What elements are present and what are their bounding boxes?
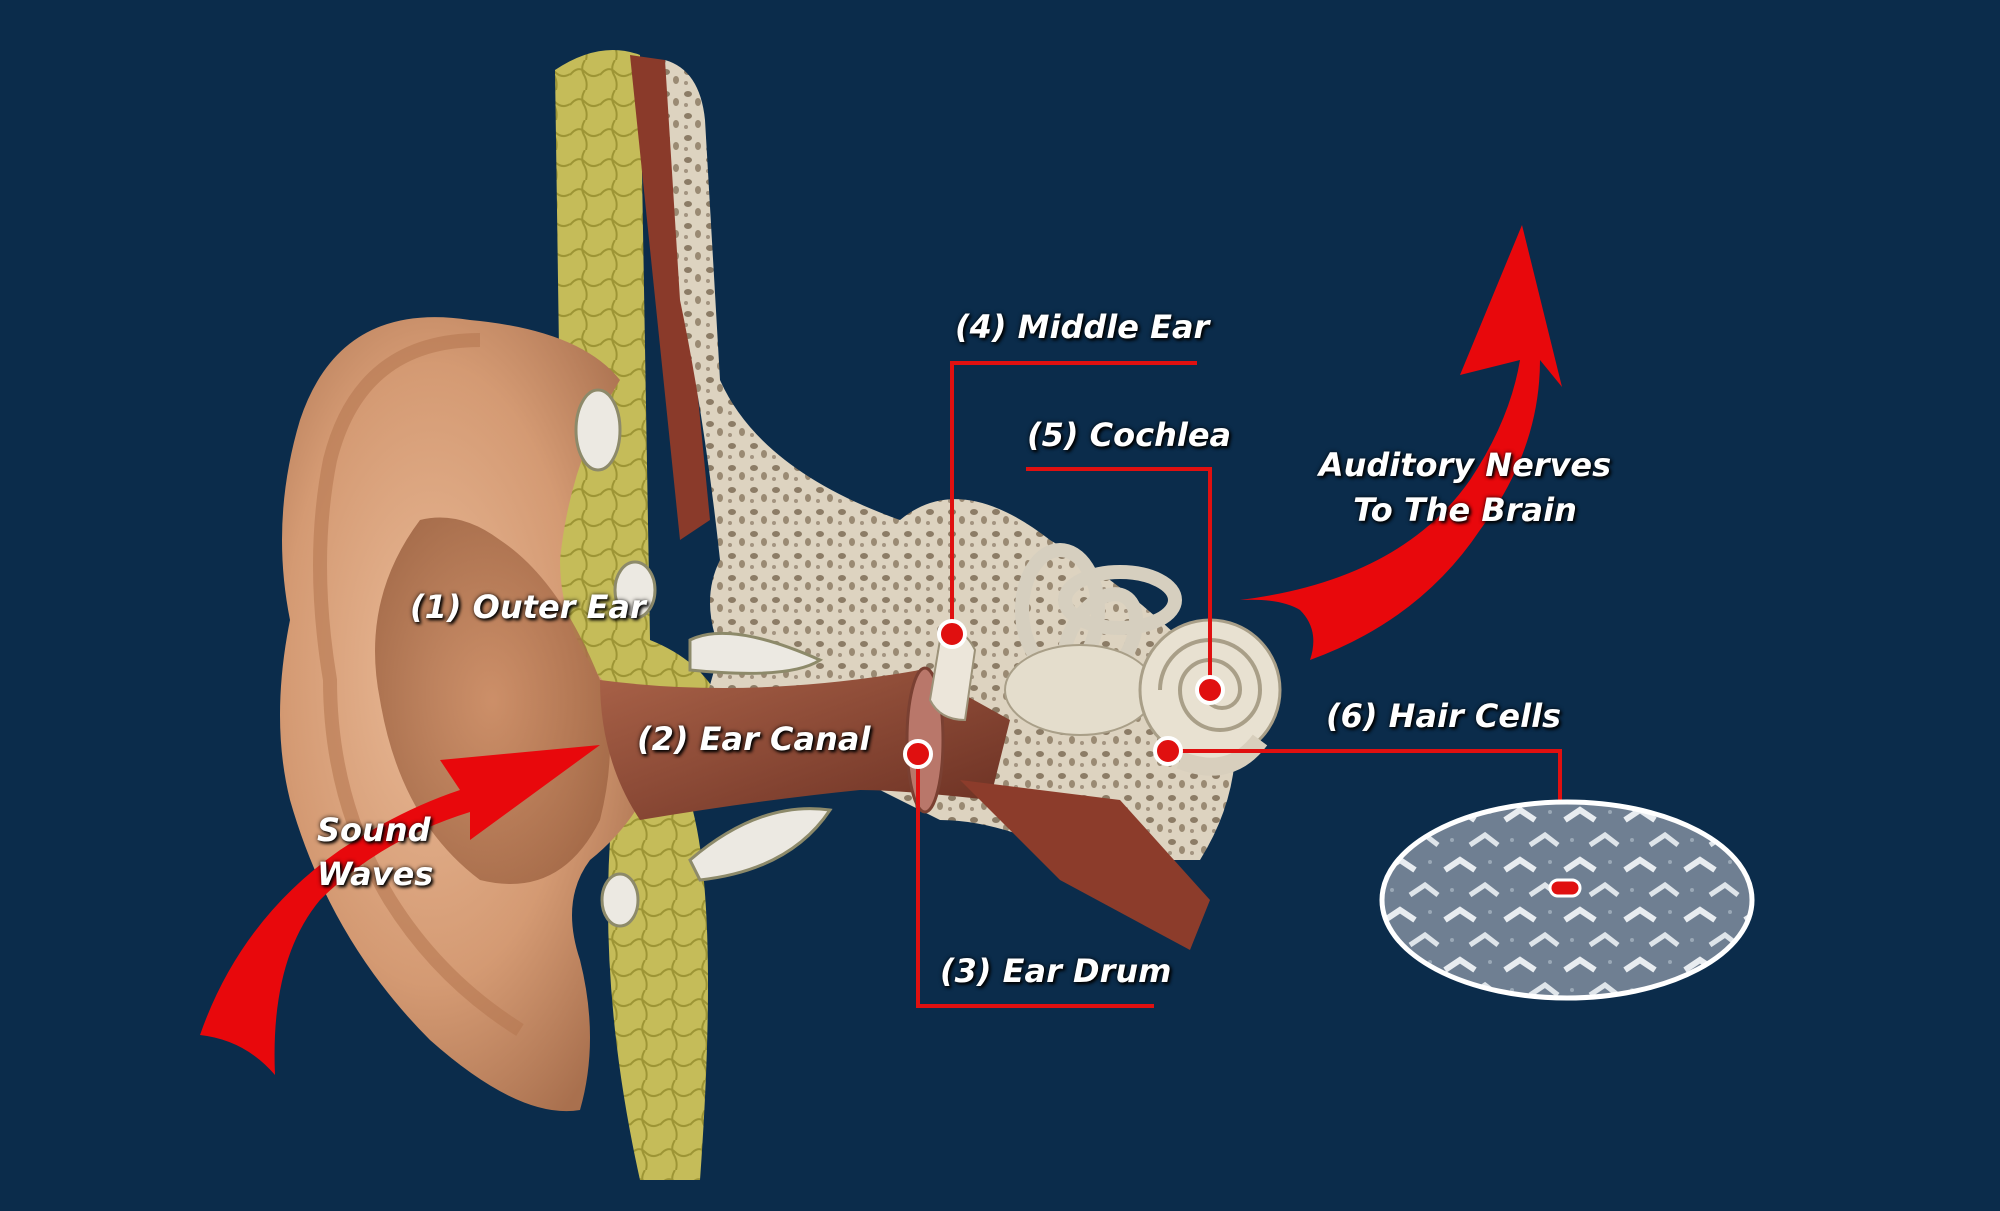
concha [375, 517, 610, 884]
label-middle-ear: (4) Middle Ear [955, 308, 1210, 346]
cartilage-piece [613, 560, 657, 620]
dot-cochlea [1195, 675, 1225, 705]
dot-hair-cells [1153, 736, 1183, 766]
helix-fold [313, 333, 524, 1036]
cartilage-piece [574, 388, 622, 472]
callout-ear-drum [916, 754, 1154, 1008]
label-outer-ear: (1) Outer Ear [410, 588, 646, 626]
cartilage-piece [600, 872, 640, 928]
auditory-nerve [1176, 734, 1268, 776]
vestibule [1004, 644, 1156, 736]
dot-ear-drum [903, 739, 933, 769]
callout-cochlea [1026, 467, 1212, 690]
label-ear-drum: (3) Ear Drum [940, 952, 1172, 990]
callout-dots [903, 619, 1225, 769]
label-sound-waves-line1: Sound [317, 811, 431, 849]
eustachian-tube [960, 780, 1210, 950]
label-ear-canal: (2) Ear Canal [637, 720, 871, 758]
label-sound-waves-line2: Waves [317, 855, 434, 893]
sound-waves-arrow [200, 745, 600, 1075]
label-cochlea: (5) Cochlea [1027, 416, 1232, 454]
label-auditory-line2: To The Brain [1353, 491, 1577, 529]
cartilage-piece [688, 631, 824, 675]
callout-middle-ear [950, 361, 1197, 634]
label-auditory-line1: Auditory Nerves [1318, 446, 1612, 484]
label-hair-cells: (6) Hair Cells [1326, 697, 1562, 735]
auditory-nerves-arrow [1240, 225, 1562, 660]
cartilage-piece [688, 807, 833, 882]
hair-cells-micrograph [1379, 799, 1755, 1001]
dot-middle-ear [937, 619, 967, 649]
muscle-strip [630, 55, 710, 540]
dot-hair-cells-inset [1548, 878, 1582, 898]
